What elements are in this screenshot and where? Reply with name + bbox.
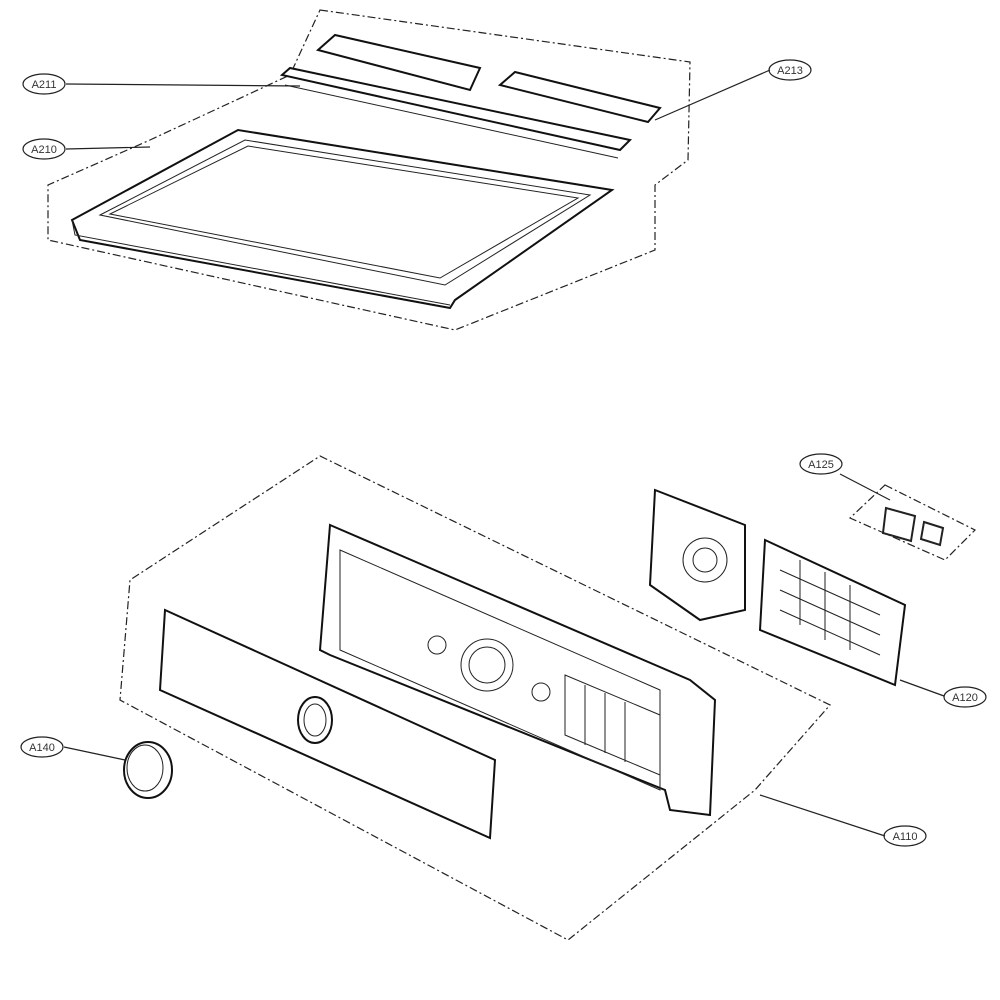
panel-cover-a110: [158, 523, 717, 840]
top-lid-a210: [70, 128, 615, 310]
pcb-a120: [648, 488, 907, 687]
svg-text:A211: A211: [32, 79, 57, 91]
callout-a213: A213: [768, 59, 812, 81]
control-panel-boundary: [119, 455, 831, 941]
callout-a120: A120: [943, 686, 987, 708]
callout-a210: A210: [22, 138, 66, 160]
svg-text:A210: A210: [31, 144, 57, 156]
callout-a140: A140: [20, 736, 64, 758]
knob-a140: [123, 741, 173, 799]
top-assembly-boundary: [47, 9, 691, 331]
svg-text:A140: A140: [29, 742, 55, 754]
label-decals-a125: [848, 484, 977, 561]
callout-a110: A110: [883, 825, 927, 847]
callout-a125: A125: [799, 453, 843, 475]
svg-text:A125: A125: [808, 459, 834, 471]
top-bracket-a213: [315, 33, 662, 124]
callout-a211: A211: [22, 73, 66, 95]
svg-text:A120: A120: [952, 692, 978, 704]
svg-text:A213: A213: [777, 65, 803, 77]
rail-a211: [279, 66, 633, 159]
svg-text:A110: A110: [893, 831, 918, 843]
